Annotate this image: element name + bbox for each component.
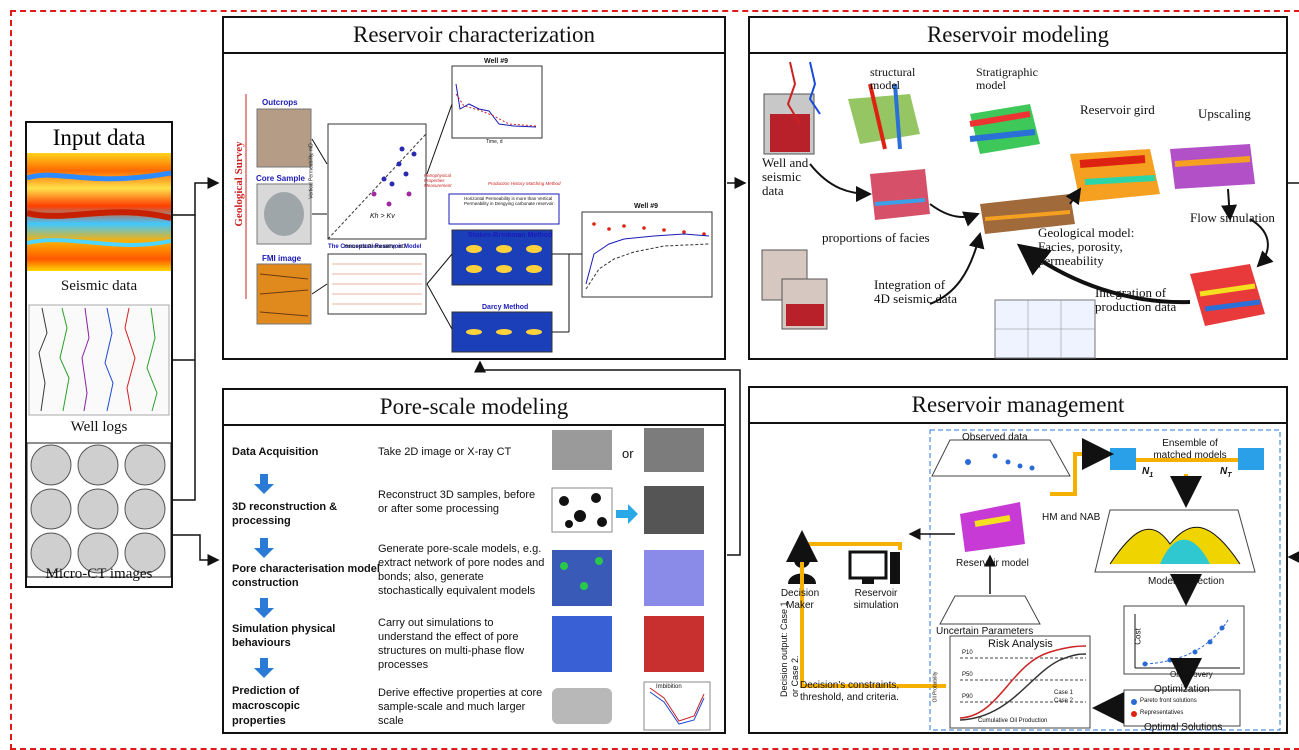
constraints-label: Decision's constraints, threshold, and c… — [800, 680, 900, 703]
or-label: or — [622, 446, 634, 461]
step2-heading: 3D reconstruction & processing — [232, 501, 338, 527]
res-model-label: Reservoir model — [956, 558, 1029, 569]
models-sel-label: Models Selection — [1148, 576, 1225, 587]
n1-sub: 1 — [1149, 472, 1154, 479]
imbibition-label: Imbibition — [656, 684, 682, 690]
management-title: Reservoir management — [750, 388, 1286, 424]
decision-maker-label: Decision Maker — [780, 588, 820, 611]
step3-desc: Generate pore-scale models, e.g. extract… — [378, 543, 545, 597]
pareto-label: Pareto front solutions — [1140, 698, 1197, 704]
seismic-label: Seismic data — [60, 278, 138, 294]
petro-label: Petrophysical Properties Measurement — [424, 173, 452, 188]
grid-label: Reservoir gird — [1080, 102, 1155, 117]
case2-label: Case 2 — [1054, 698, 1074, 704]
seismic-image — [27, 153, 171, 578]
facies-label: proportions of facies — [822, 230, 930, 245]
step5-desc: Derive effective properties at core samp… — [378, 687, 543, 727]
structural-label: structural model — [870, 65, 916, 92]
fmi-label: FMI image — [262, 254, 302, 263]
step2-desc: Reconstruct 3D samples, before or after … — [378, 489, 536, 515]
horizontal-perm-label: Horizontal Permeability, mD — [344, 244, 406, 250]
reservoir-characterization-panel: Reservoir characterization — [222, 16, 726, 360]
input-data-title: Input data — [52, 125, 146, 150]
n1-label: N1 — [1142, 466, 1153, 479]
well-seismic-label: Well and seismic data — [762, 155, 809, 198]
well9-top-label: Well #9 — [484, 58, 508, 65]
risk-label: Risk Analysis — [988, 638, 1053, 650]
time-label: Time, d — [486, 139, 503, 145]
modeling-title: Reservoir modeling — [750, 18, 1286, 54]
outcrops-label: Outcrops — [262, 98, 298, 107]
conceptual-label: The Conceptual Reservoir Model — [328, 244, 422, 250]
step4-desc: Carry out simulations to understand the … — [378, 617, 525, 671]
p50-label: P50 — [962, 672, 973, 678]
pore-scale-panel: Pore-scale modeling or Imbibition Data A… — [222, 388, 726, 734]
stokes-label: Stokes-Brinkman Method — [468, 232, 553, 239]
modeling-figure — [761, 61, 1274, 359]
nt-sub: T — [1227, 472, 1232, 479]
n1-base: N — [1142, 466, 1150, 477]
reservoir-modeling-panel: Reservoir modeling — [748, 16, 1288, 360]
geological-survey-label: Geological Survey — [233, 141, 245, 227]
step1-desc: Take 2D image or X-ray CT — [378, 446, 512, 458]
reservoir-management-panel: Reservoir management — [748, 386, 1288, 734]
stratigraphic-label: Stratigraphic model — [976, 65, 1038, 92]
welllogs-label: Well logs — [70, 419, 128, 435]
nt-base: N — [1220, 466, 1228, 477]
oilrec-label: Oil recovery — [1170, 670, 1213, 679]
pore-figure — [254, 428, 711, 731]
pore-title: Pore-scale modeling — [224, 390, 724, 426]
input-data-panel: Input data Seismic data Well — [25, 121, 173, 588]
intprod-label: Integration of production data — [1095, 285, 1177, 314]
nt-label: NT — [1220, 466, 1232, 479]
management-figure — [786, 429, 1281, 731]
optimization-label: Optimization — [1154, 684, 1210, 695]
vertical-perm-label: Vertical Permeability, mD — [308, 143, 315, 199]
res-sim-label: Reservoir simulation — [853, 588, 899, 611]
step5-heading: Prediction of macroscopic properties — [232, 685, 300, 727]
characterization-figure — [245, 65, 713, 353]
int4d-label: Integration of 4D seismic data — [874, 277, 958, 306]
reps-label: Representatives — [1140, 710, 1184, 716]
observed-label: Observed data — [962, 432, 1028, 443]
hm-label: HM and NAB — [1042, 512, 1101, 523]
production-label: Production History Matching Method — [488, 181, 561, 186]
p10-label: P10 — [962, 650, 973, 656]
geomodel-label: Geological model: Facies, porosity, perm… — [1038, 225, 1135, 268]
flowsim-label: Flow simulation — [1190, 210, 1275, 225]
decision-out-label: Decision output: Case 1 or Case 2. — [779, 601, 800, 697]
cum-label: Cumulative Oil Production — [978, 718, 1048, 724]
well9-bottom-label: Well #9 — [634, 203, 658, 210]
optimal-label: Optimal Solutions — [1144, 722, 1223, 733]
core-sample-label: Core Sample — [256, 174, 305, 183]
note-label: Horizontal Permeability is more than Ver… — [464, 196, 555, 206]
oilprob-label: Oil Probability — [932, 671, 939, 703]
kh-kv-label: Kh > Kv — [370, 213, 395, 220]
microct-label: Micro-CT images — [45, 566, 153, 582]
characterization-title: Reservoir characterization — [224, 18, 724, 54]
darcy-label: Darcy Method — [482, 304, 529, 311]
step3-heading: Pore characterisation model construction — [232, 563, 380, 589]
p90-label: P90 — [962, 694, 973, 700]
step1-heading: Data Acquisition — [232, 446, 319, 458]
step4-heading: Simulation physical behaviours — [232, 623, 336, 649]
uncertain-label: Uncertain Parameters — [936, 626, 1034, 637]
upscaling-label: Upscaling — [1198, 106, 1251, 121]
cost-label: Cost — [1133, 628, 1143, 645]
case1-label: Case 1 — [1054, 690, 1074, 696]
ensemble-label: Ensemble of matched models — [1153, 438, 1227, 461]
